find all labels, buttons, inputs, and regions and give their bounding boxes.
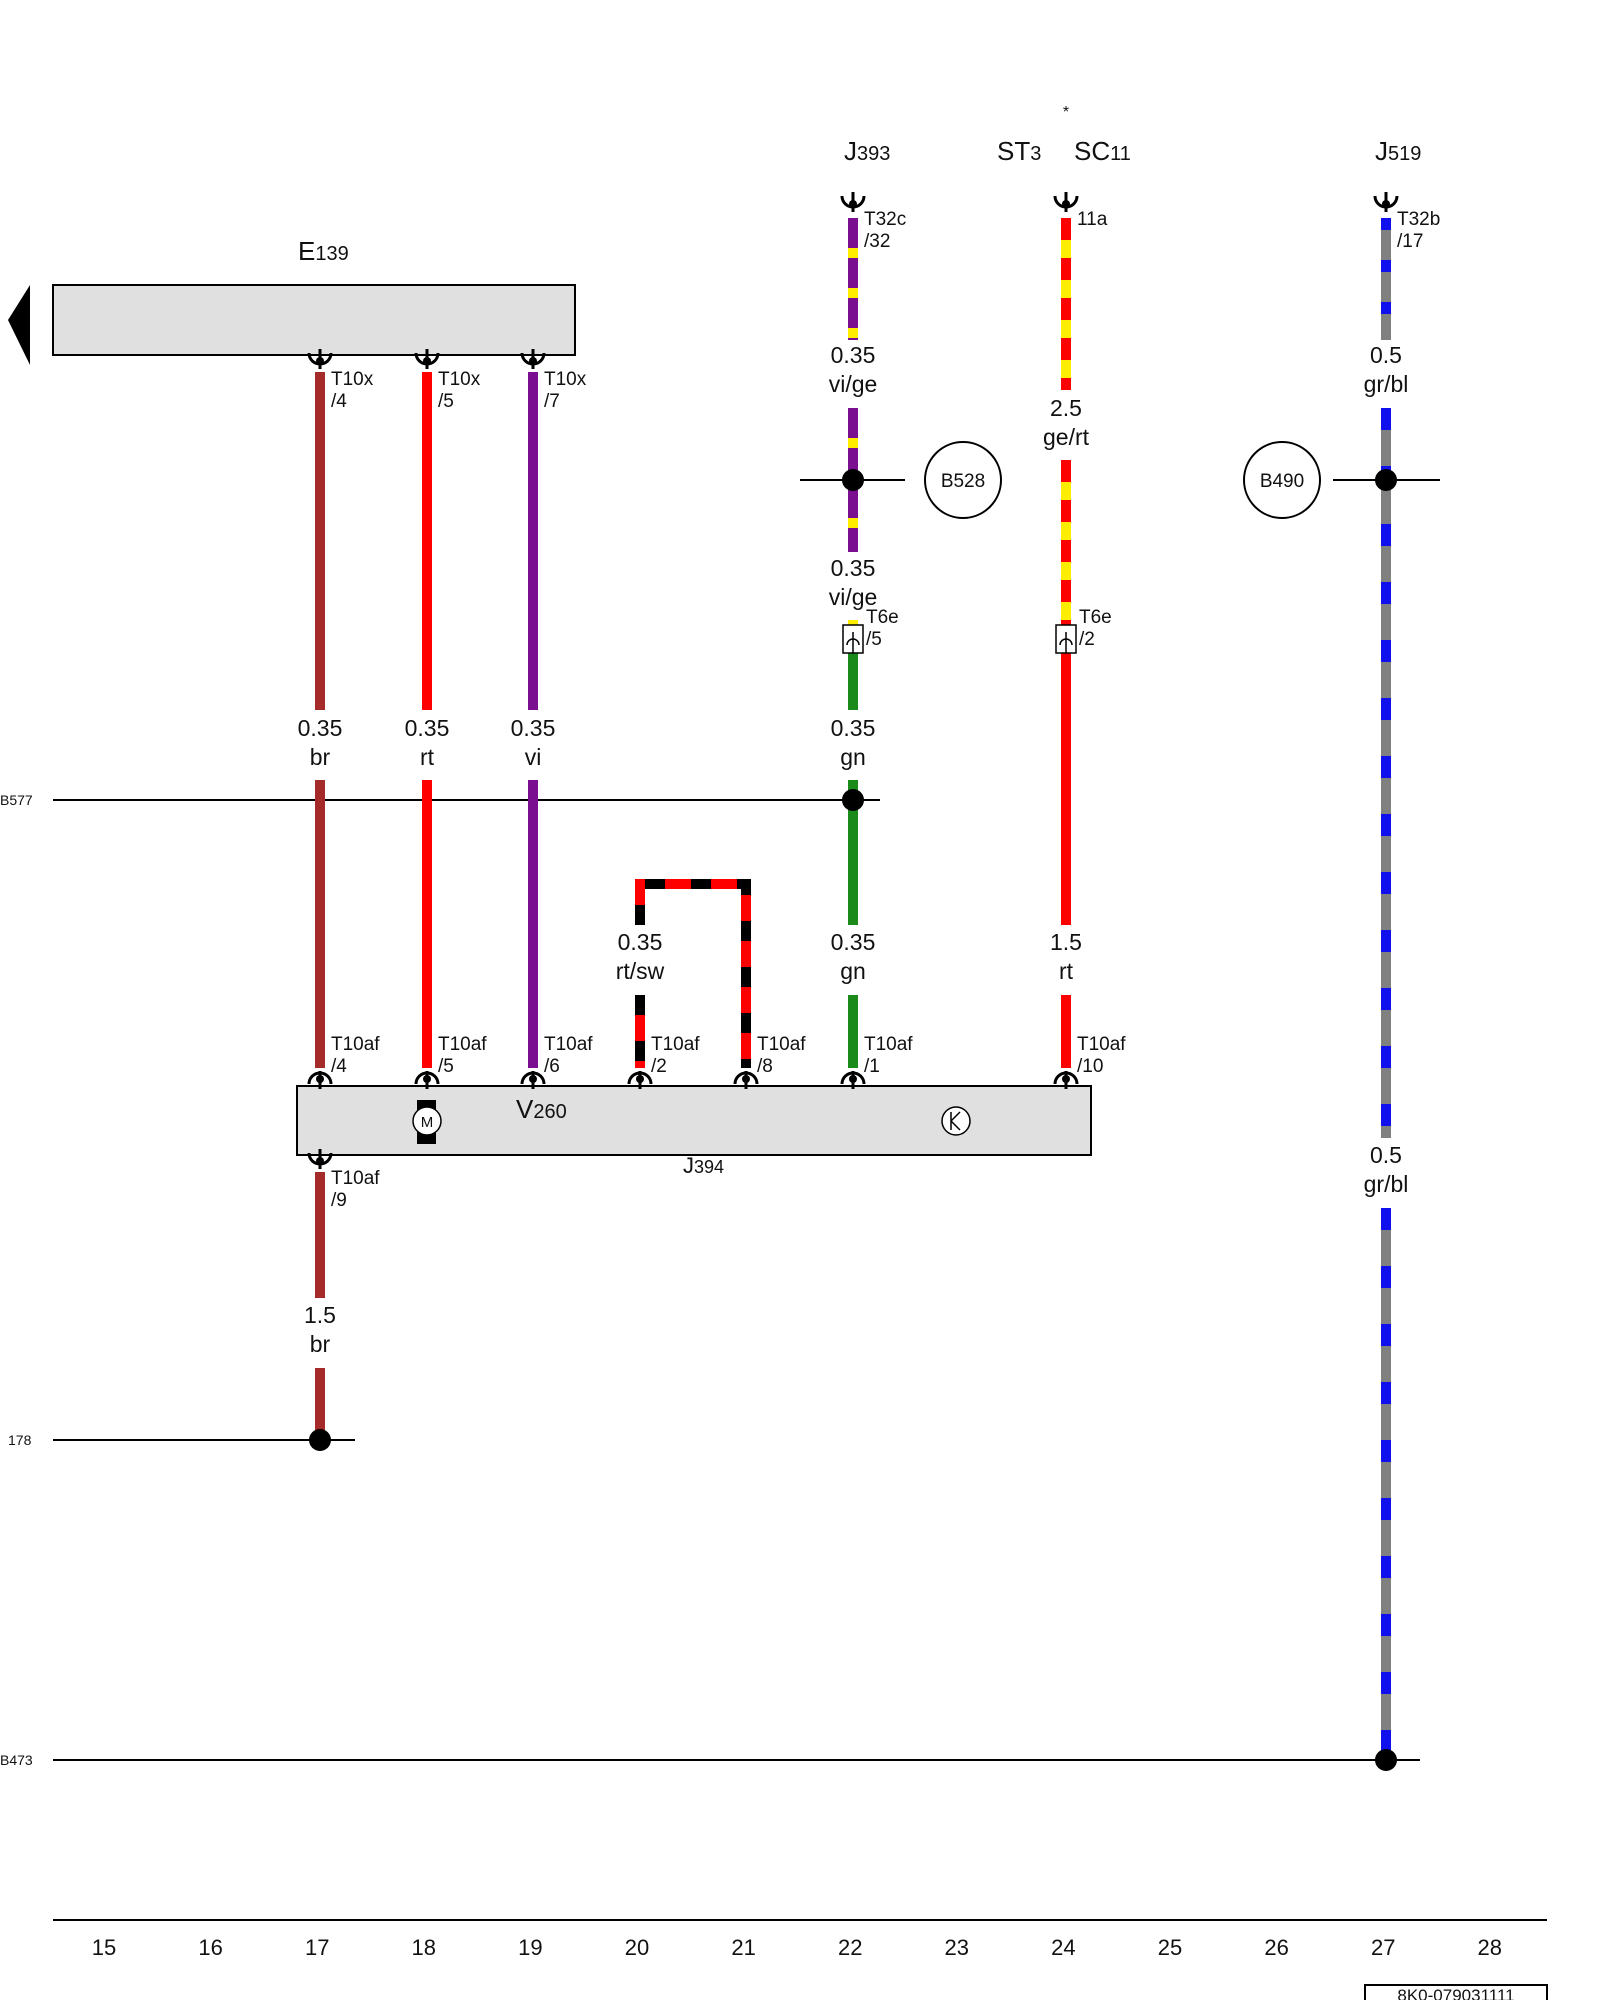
track-number: 27 bbox=[1371, 1935, 1395, 1960]
connector-pin-icon bbox=[414, 1071, 440, 1089]
pin-t6e-5: T6e/5 bbox=[866, 607, 899, 650]
connector-pin-icon bbox=[414, 349, 440, 369]
connector-pin-icon bbox=[307, 1149, 333, 1169]
pin-j394-6: T10af/6 bbox=[544, 1034, 593, 1077]
connector-pin-icon bbox=[1373, 192, 1399, 212]
connector-pin-icon bbox=[520, 349, 546, 369]
connector-pin-icon bbox=[840, 1071, 866, 1089]
junction-b490 bbox=[1375, 469, 1397, 491]
t6e-connector-5 bbox=[842, 624, 864, 654]
b490-label: B490 bbox=[1260, 471, 1304, 492]
track-numbers: 15 16 17 18 19 20 21 22 23 24 25 26 27 28 bbox=[92, 1935, 1502, 1960]
junction-b473 bbox=[1375, 1749, 1397, 1771]
track-number: 24 bbox=[1051, 1935, 1075, 1960]
b528-circle bbox=[924, 441, 1002, 519]
pin-symbols bbox=[307, 192, 1399, 1169]
junction-b528 bbox=[842, 469, 864, 491]
r178-ref: 178 bbox=[8, 1432, 32, 1448]
doc-number-box bbox=[1364, 1984, 1548, 2000]
track-number: 19 bbox=[518, 1935, 542, 1960]
junction-b577 bbox=[842, 789, 864, 811]
track-number: 20 bbox=[625, 1935, 649, 1960]
asterisk: * bbox=[1063, 104, 1069, 121]
t6e-connector-2 bbox=[1055, 624, 1077, 654]
junction-178 bbox=[309, 1429, 331, 1451]
track-number: 21 bbox=[731, 1935, 755, 1960]
b473-ref: B473 bbox=[0, 1752, 33, 1768]
b528-label: B528 bbox=[941, 471, 985, 492]
connector-pin-icon bbox=[307, 1071, 333, 1089]
pin-j519-17: T32b/17 bbox=[1397, 209, 1440, 252]
pin-j394-1: T10af/1 bbox=[864, 1034, 913, 1077]
pin-j394-8: T10af/8 bbox=[757, 1034, 806, 1077]
connector-pin-icon bbox=[627, 1071, 653, 1089]
track-number: 28 bbox=[1478, 1935, 1502, 1960]
pin-e139-5: T10x/5 bbox=[438, 369, 481, 412]
sc11-label: SC11 bbox=[1074, 136, 1131, 166]
track-number: 18 bbox=[412, 1935, 436, 1960]
pin-e139-4: T10x/4 bbox=[331, 369, 374, 412]
track-number: 17 bbox=[305, 1935, 329, 1960]
pin-j394-5: T10af/5 bbox=[438, 1034, 487, 1077]
track-number: 16 bbox=[198, 1935, 222, 1960]
doc-number: 8K0-079031111 bbox=[1397, 1986, 1514, 2000]
connector-pin-icon bbox=[733, 1071, 759, 1089]
e139-box bbox=[52, 284, 576, 356]
track-number: 25 bbox=[1158, 1935, 1182, 1960]
track-number: 23 bbox=[945, 1935, 969, 1960]
wire-loop-stripe bbox=[635, 879, 751, 1068]
pin-e139-7: T10x/7 bbox=[544, 369, 587, 412]
transistor-icon bbox=[941, 1106, 971, 1136]
connector-pin-icon bbox=[1053, 1071, 1079, 1089]
connector-pin-icon bbox=[840, 192, 866, 212]
pin-j394-2: T10af/2 bbox=[651, 1034, 700, 1077]
v260-label: V260 bbox=[516, 1094, 567, 1124]
pin-t6e-2: T6e/2 bbox=[1079, 607, 1112, 650]
j394-label: J394 bbox=[683, 1153, 724, 1178]
connector-pin-icon bbox=[1053, 192, 1079, 212]
pin-j394-9: T10af/9 bbox=[331, 1168, 380, 1211]
pin-j394-10: T10af/10 bbox=[1077, 1034, 1126, 1077]
track-number: 15 bbox=[92, 1935, 116, 1960]
j393-label: J393 bbox=[844, 136, 890, 166]
e139-label: E139 bbox=[298, 236, 349, 266]
b490-circle bbox=[1243, 441, 1321, 519]
connector-pin-icon bbox=[520, 1071, 546, 1089]
motor-icon bbox=[412, 1106, 442, 1136]
track-number: 22 bbox=[838, 1935, 862, 1960]
j519-label: J519 bbox=[1375, 136, 1421, 166]
b577-ref: B577 bbox=[0, 792, 33, 808]
pin-sc11-11a: 11a bbox=[1077, 209, 1108, 230]
connector-pin-icon bbox=[307, 349, 333, 369]
pin-j394-4: T10af/4 bbox=[331, 1034, 380, 1077]
st3-label: ST3 bbox=[997, 136, 1041, 166]
motor-symbol: M bbox=[421, 1114, 434, 1131]
track-number: 26 bbox=[1264, 1935, 1288, 1960]
pin-j393-32: T32c/32 bbox=[864, 209, 906, 252]
continuation-arrow bbox=[8, 285, 30, 365]
